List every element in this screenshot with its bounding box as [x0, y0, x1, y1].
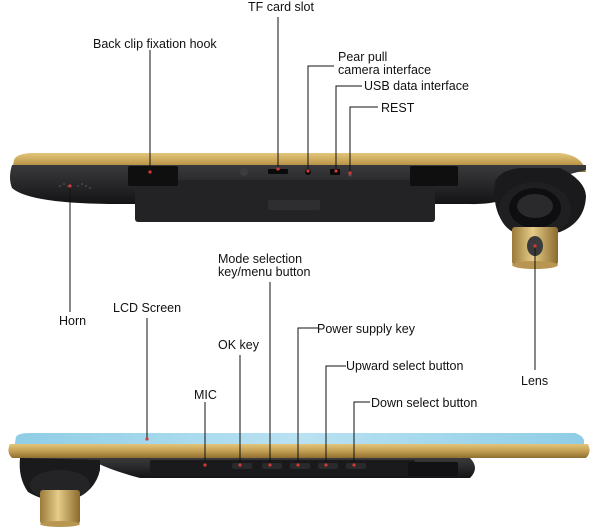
- leader-lines: [69, 17, 536, 463]
- label-mode-selection-line2: key/menu button: [218, 265, 311, 279]
- label-power-supply-key: Power supply key: [317, 322, 415, 336]
- label-back-clip-hook: Back clip fixation hook: [93, 37, 217, 51]
- label-down-select-button: Down select button: [371, 396, 478, 410]
- label-horn: Horn: [59, 314, 87, 328]
- label-usb-data-interface: USB data interface: [364, 79, 469, 93]
- point-markers: [68, 167, 537, 467]
- device-rear-view: [10, 153, 586, 269]
- label-pear-pull-line2: camera interface: [338, 63, 432, 77]
- label-pear-pull-line1: Pear pull: [338, 50, 388, 64]
- label-mic: MIC: [194, 388, 217, 402]
- label-lcd-screen: LCD Screen: [113, 301, 182, 315]
- label-mode-selection-line1: Mode selection: [218, 252, 303, 266]
- label-mode-selection: Mode selection key/menu button: [218, 253, 310, 279]
- label-upward-select-button: Upward select button: [346, 359, 464, 373]
- label-lens: Lens: [521, 374, 549, 388]
- label-tf-card-slot: TF card slot: [248, 0, 314, 14]
- label-rest: REST: [381, 101, 415, 115]
- label-ok-key: OK key: [218, 338, 259, 352]
- device-front-view: [8, 433, 590, 527]
- label-pear-pull: Pear pull camera interface: [338, 51, 431, 77]
